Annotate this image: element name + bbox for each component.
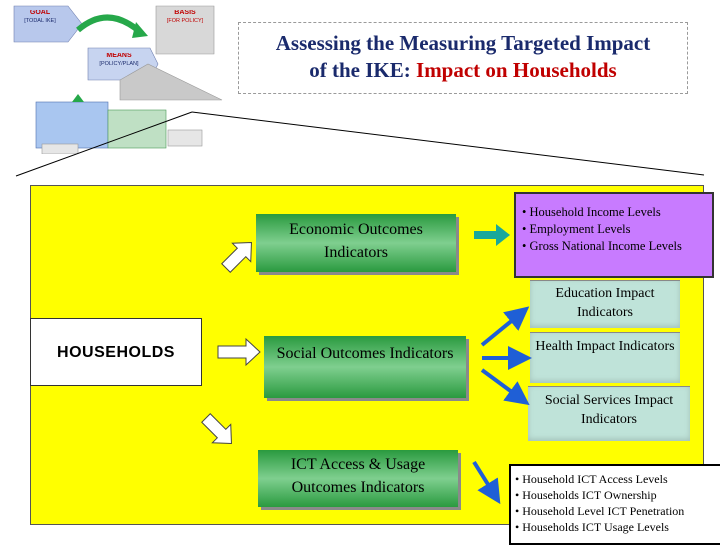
arrow-to-social-services bbox=[482, 370, 520, 398]
arrow-to-economic bbox=[217, 233, 261, 277]
arrow-to-ict bbox=[197, 409, 241, 453]
arrow-to-education bbox=[482, 314, 520, 345]
arrow-economic-to-list bbox=[474, 224, 510, 246]
arrow-to-social bbox=[218, 339, 260, 365]
arrow-ict-to-list bbox=[474, 462, 494, 494]
